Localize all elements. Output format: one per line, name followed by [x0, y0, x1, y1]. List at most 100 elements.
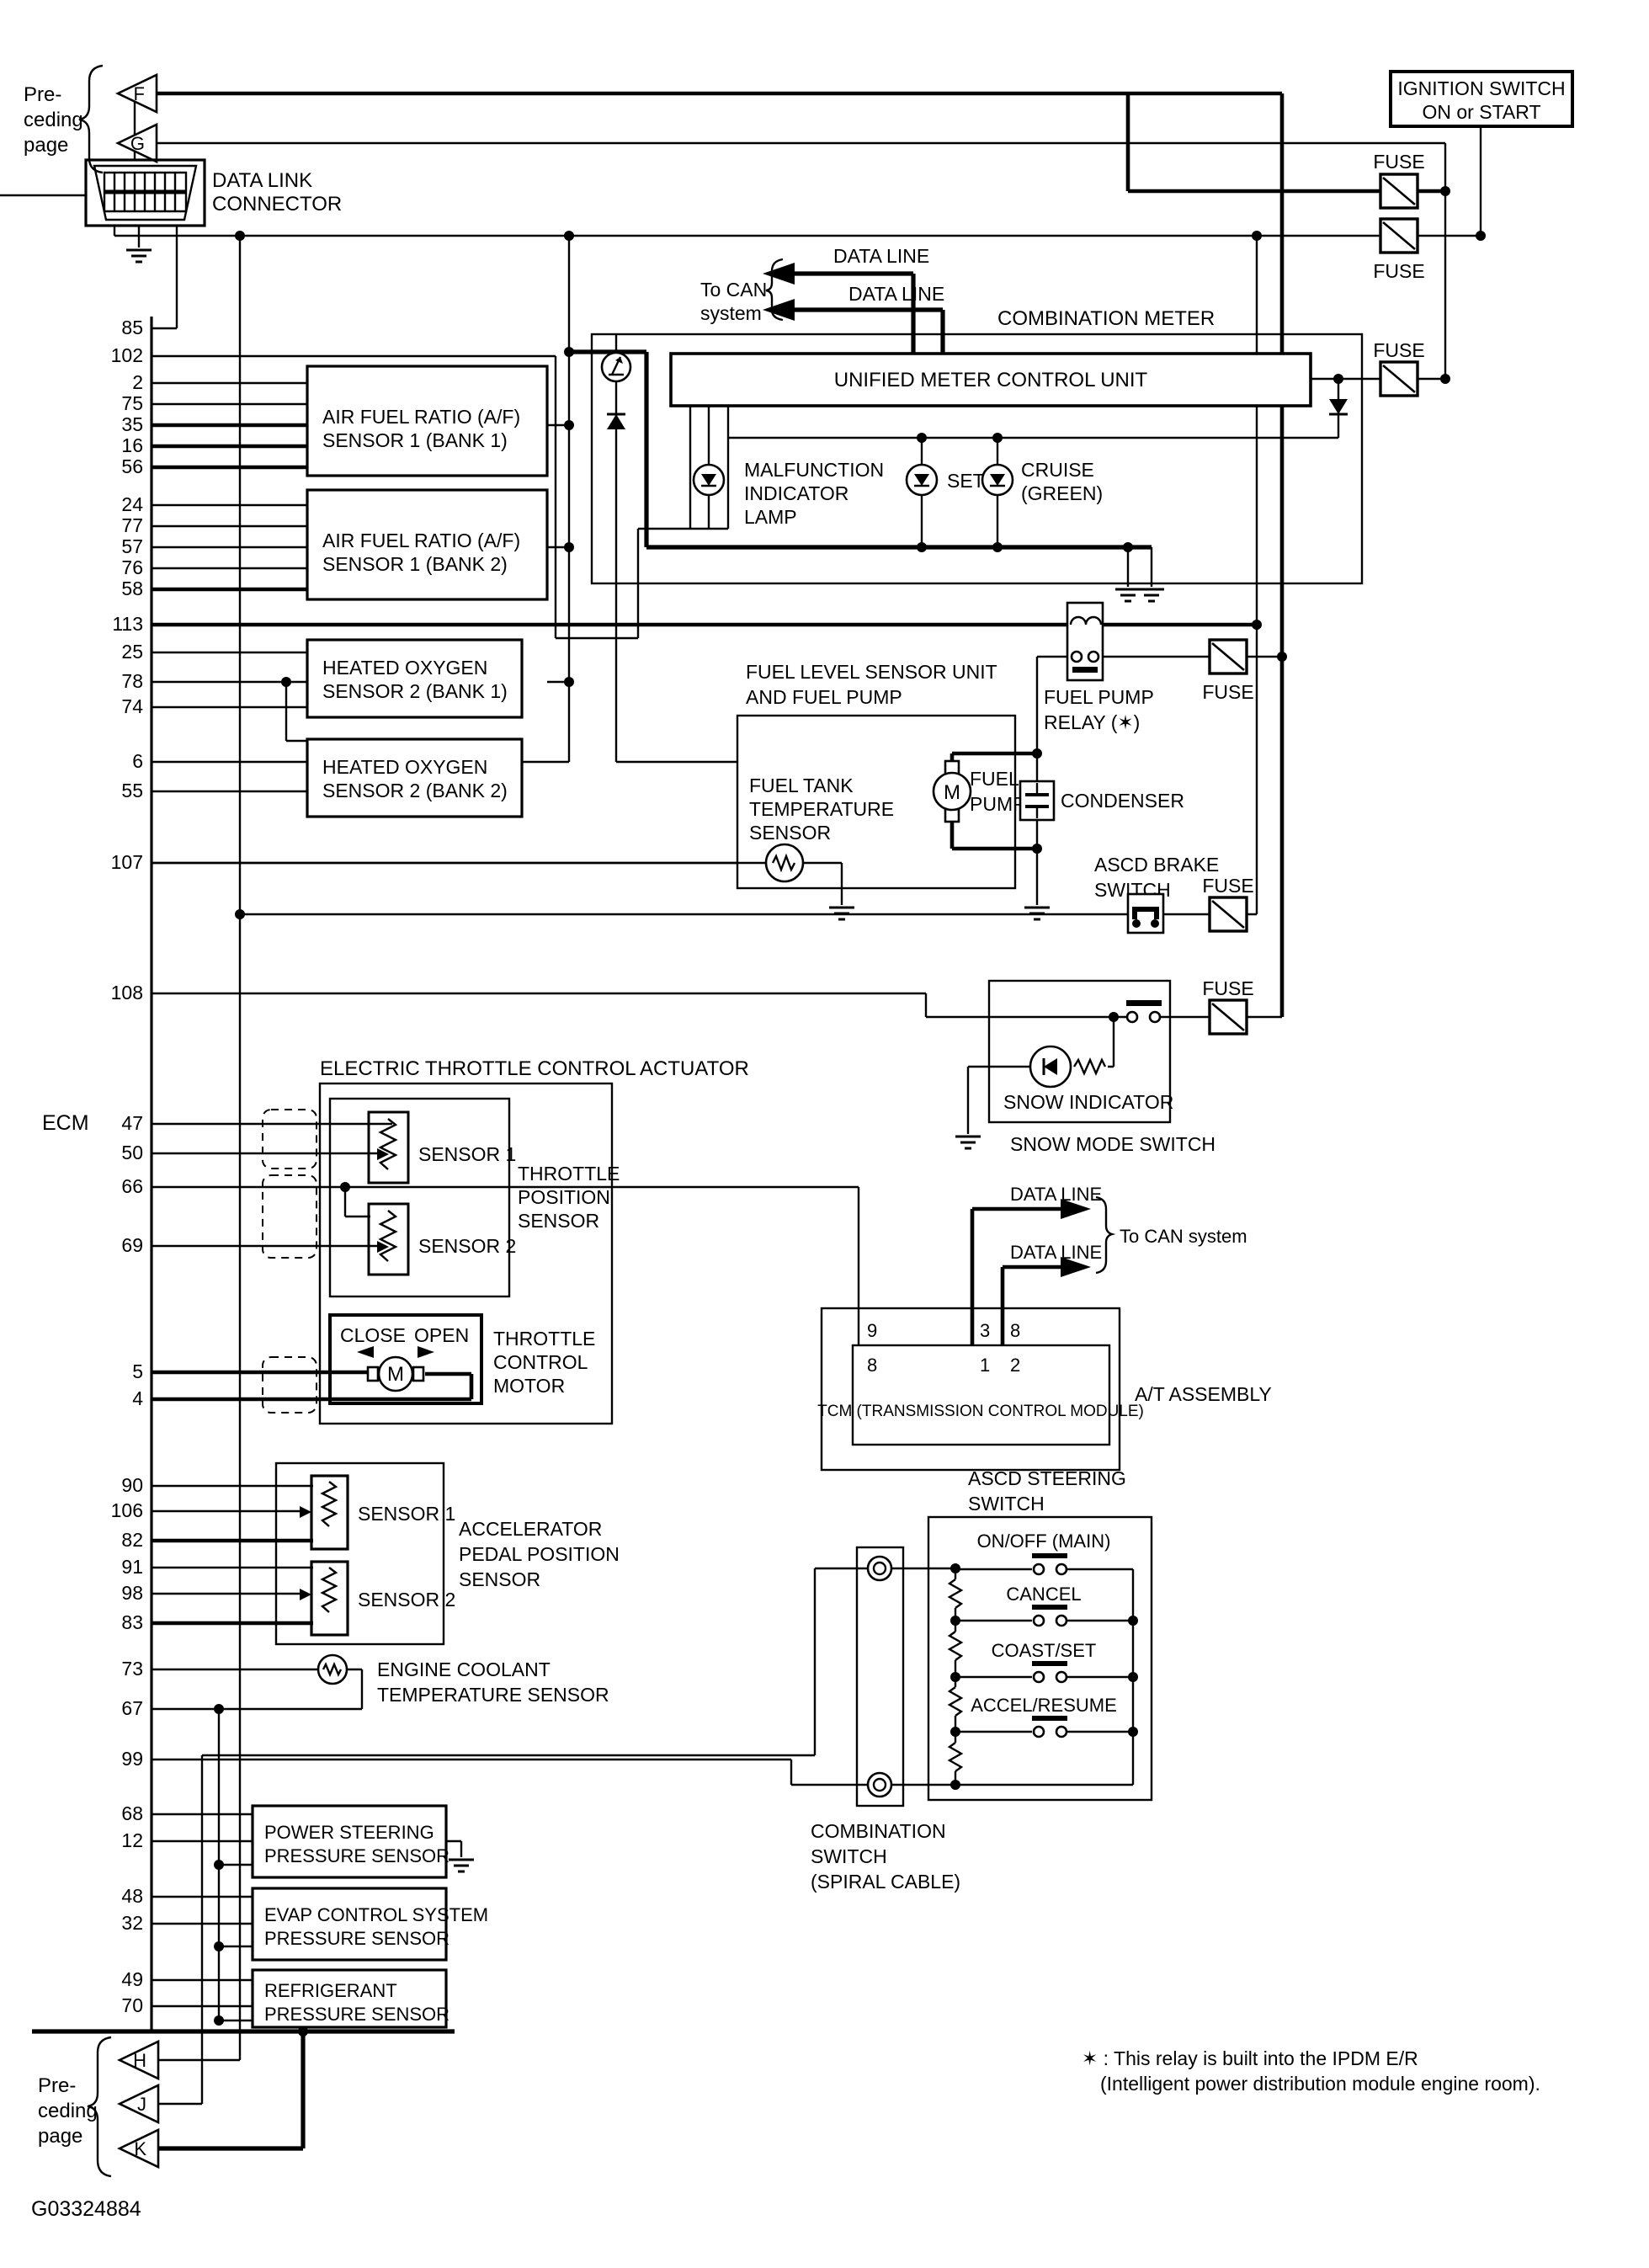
snow-mode-switch: SNOW INDICATOR SNOW MODE SWITCH	[954, 979, 1215, 1155]
ps-label-line1: POWER STEERING	[264, 1822, 434, 1843]
connector-arrow-k-label: K	[134, 2138, 146, 2159]
ftt-label-line3: SENSOR	[749, 822, 831, 844]
data-line-label-1: DATA LINE	[833, 245, 929, 267]
ecm-pin-58: 58	[121, 578, 143, 599]
data-link-connector: DATA LINK CONNECTOR	[84, 158, 342, 264]
app-box	[274, 1461, 445, 1646]
fuse-icon-snow	[1208, 998, 1248, 1036]
mil-lamp-icon	[692, 463, 726, 497]
ignition-label-line2: ON or START	[1423, 101, 1541, 123]
fuse-label-snow: FUSE	[1202, 977, 1253, 999]
cruise-lamp-icon	[981, 463, 1014, 497]
ecm-pin-98: 98	[121, 1582, 143, 1604]
ecm-pin-25: 25	[121, 641, 143, 663]
ect-label-line2: TEMPERATURE SENSOR	[377, 1684, 609, 1706]
throttle-motor-box	[328, 1313, 483, 1405]
throttle-motor-m: M	[387, 1363, 404, 1386]
ecm-pin-85: 85	[121, 317, 143, 338]
snow-resistor-icon	[1072, 1057, 1107, 1076]
connector-arrow-f-label: F	[134, 83, 145, 104]
junction-dots	[130, 88, 1486, 2036]
refrigerant-label-line2: PRESSURE SENSOR	[264, 2004, 449, 2025]
ecm-pin-48: 48	[121, 1885, 143, 1907]
ecm-pin-56: 56	[121, 455, 143, 477]
ecm-pin-57: 57	[121, 535, 143, 557]
ecm-label: ECM	[42, 1111, 89, 1135]
fuel-pump-relay-label-line1: FUEL PUMP	[1044, 686, 1154, 708]
at-assembly-label: A/T ASSEMBLY	[1135, 1383, 1272, 1405]
fuse-icon-2	[1379, 217, 1419, 254]
set-lamp-icon	[905, 463, 939, 497]
af1-label-line2: SENSOR 1 (BANK 1)	[322, 429, 508, 451]
ecm-pin-82: 82	[121, 1529, 143, 1551]
ascd-row-coast-label: COAST/SET	[992, 1640, 1097, 1661]
tcm-can-brace	[1095, 1195, 1116, 1275]
ecm-pin-67: 67	[121, 1697, 143, 1719]
ascd-brake-switch: ASCD BRAKE SWITCH	[1094, 854, 1219, 934]
condenser: CONDENSER	[1019, 780, 1184, 822]
fuse-icon-1	[1379, 173, 1419, 210]
relay-coil-icon	[1069, 615, 1103, 626]
ecm-pin-113: 113	[112, 613, 143, 635]
throttle-motor-icon	[366, 1355, 425, 1392]
refrigerant-box	[251, 1968, 448, 2029]
ascd-steering-title-line1: ASCD STEERING	[968, 1467, 1126, 1489]
ho2b1-label-line2: SENSOR 2 (BANK 1)	[322, 680, 508, 702]
footnote-line2: (Intelligent power distribution module e…	[1100, 2073, 1540, 2095]
power-steering-pressure-sensor: POWER STEERING PRESSURE SENSOR	[251, 1804, 476, 1879]
evap-label-line1: EVAP CONTROL SYSTEM	[264, 1904, 488, 1925]
ecm-pin-5: 5	[132, 1360, 143, 1382]
preceding-bottom-line1: Pre-	[38, 2074, 76, 2097]
ascd-ladder-resistors	[947, 1579, 964, 1772]
fuel-pump-label-line2: PUMP	[970, 793, 1025, 815]
fuel-unit-title-line2: AND FUEL PUMP	[746, 686, 902, 708]
figure-id: G03324884	[31, 2197, 141, 2221]
ecm-pin-99: 99	[121, 1748, 143, 1770]
to-can-line2: system	[700, 302, 762, 324]
ect-label-line1: ENGINE COOLANT	[377, 1658, 551, 1680]
ascd-row-main-label: ON/OFF (MAIN)	[977, 1531, 1111, 1552]
ho2b2-label-line2: SENSOR 2 (BANK 2)	[322, 780, 508, 801]
ecm-pin-76: 76	[121, 556, 143, 578]
etca-box	[318, 1082, 614, 1425]
ho2-sensor-bank2: HEATED OXYGEN SENSOR 2 (BANK 2)	[306, 737, 524, 818]
meter-regulator-icon	[600, 351, 632, 383]
wires-thin	[0, 93, 1482, 2106]
electric-throttle-control-actuator: ELECTRIC THROTTLE CONTROL ACTUATOR SENSO…	[262, 1057, 749, 1425]
af1-label-line1: AIR FUEL RATIO (A/F)	[322, 406, 520, 428]
ecm-pin-24: 24	[121, 493, 143, 515]
fuel-unit-title-line1: FUEL LEVEL SENSOR UNIT	[746, 661, 997, 683]
data-line-label-4: DATA LINE	[1010, 1242, 1102, 1263]
ftt-label-line1: FUEL TANK	[749, 775, 854, 796]
fuse-label-brake: FUSE	[1202, 875, 1253, 897]
ecm-pin-35: 35	[121, 413, 143, 435]
app-title-line1: ACCELERATOR	[459, 1518, 602, 1540]
ecm-pin-32: 32	[121, 1912, 143, 1934]
ecm-pin-47: 47	[121, 1112, 143, 1134]
ecm-pin-69: 69	[121, 1234, 143, 1256]
ecm-pin-70: 70	[121, 1994, 143, 2016]
fuel-pump-label-line1: FUEL	[970, 768, 1019, 790]
app-sensor2-pot-icon	[310, 1560, 349, 1637]
throttle-open-label: OPEN	[414, 1324, 469, 1346]
evap-label-line2: PRESSURE SENSOR	[264, 1928, 449, 1949]
ecm-pin-102: 102	[111, 344, 143, 366]
shield-connector-2	[262, 1174, 317, 1259]
tps-sensor2-pot-icon	[367, 1202, 410, 1276]
ho2-sensor-bank1: HEATED OXYGEN SENSOR 2 (BANK 1)	[306, 638, 524, 719]
etca-title: ELECTRIC THROTTLE CONTROL ACTUATOR	[320, 1057, 749, 1080]
snow-indicator-led-icon	[1029, 1045, 1072, 1089]
fuel-pump-relay-label-line2: RELAY (✶)	[1044, 711, 1140, 733]
ho2b1-label-line1: HEATED OXYGEN	[322, 657, 487, 679]
app-sensor2-label: SENSOR 2	[358, 1589, 455, 1610]
ps-box	[251, 1804, 448, 1879]
throttle-motor-label-line1: THROTTLE	[493, 1328, 595, 1350]
combination-meter-title: COMBINATION METER	[997, 307, 1215, 330]
fuel-level-sensor-unit: FUEL LEVEL SENSOR UNIT AND FUEL PUMP FUE…	[736, 661, 1051, 921]
data-line-label-3: DATA LINE	[1010, 1184, 1102, 1205]
connector-arrow-h-icon	[116, 2039, 160, 2081]
tcm-box	[851, 1344, 1111, 1446]
fuse-label-1: FUSE	[1373, 151, 1424, 173]
cruise-label-line1: CRUISE	[1021, 459, 1094, 481]
preceding-top-brace	[78, 64, 104, 174]
